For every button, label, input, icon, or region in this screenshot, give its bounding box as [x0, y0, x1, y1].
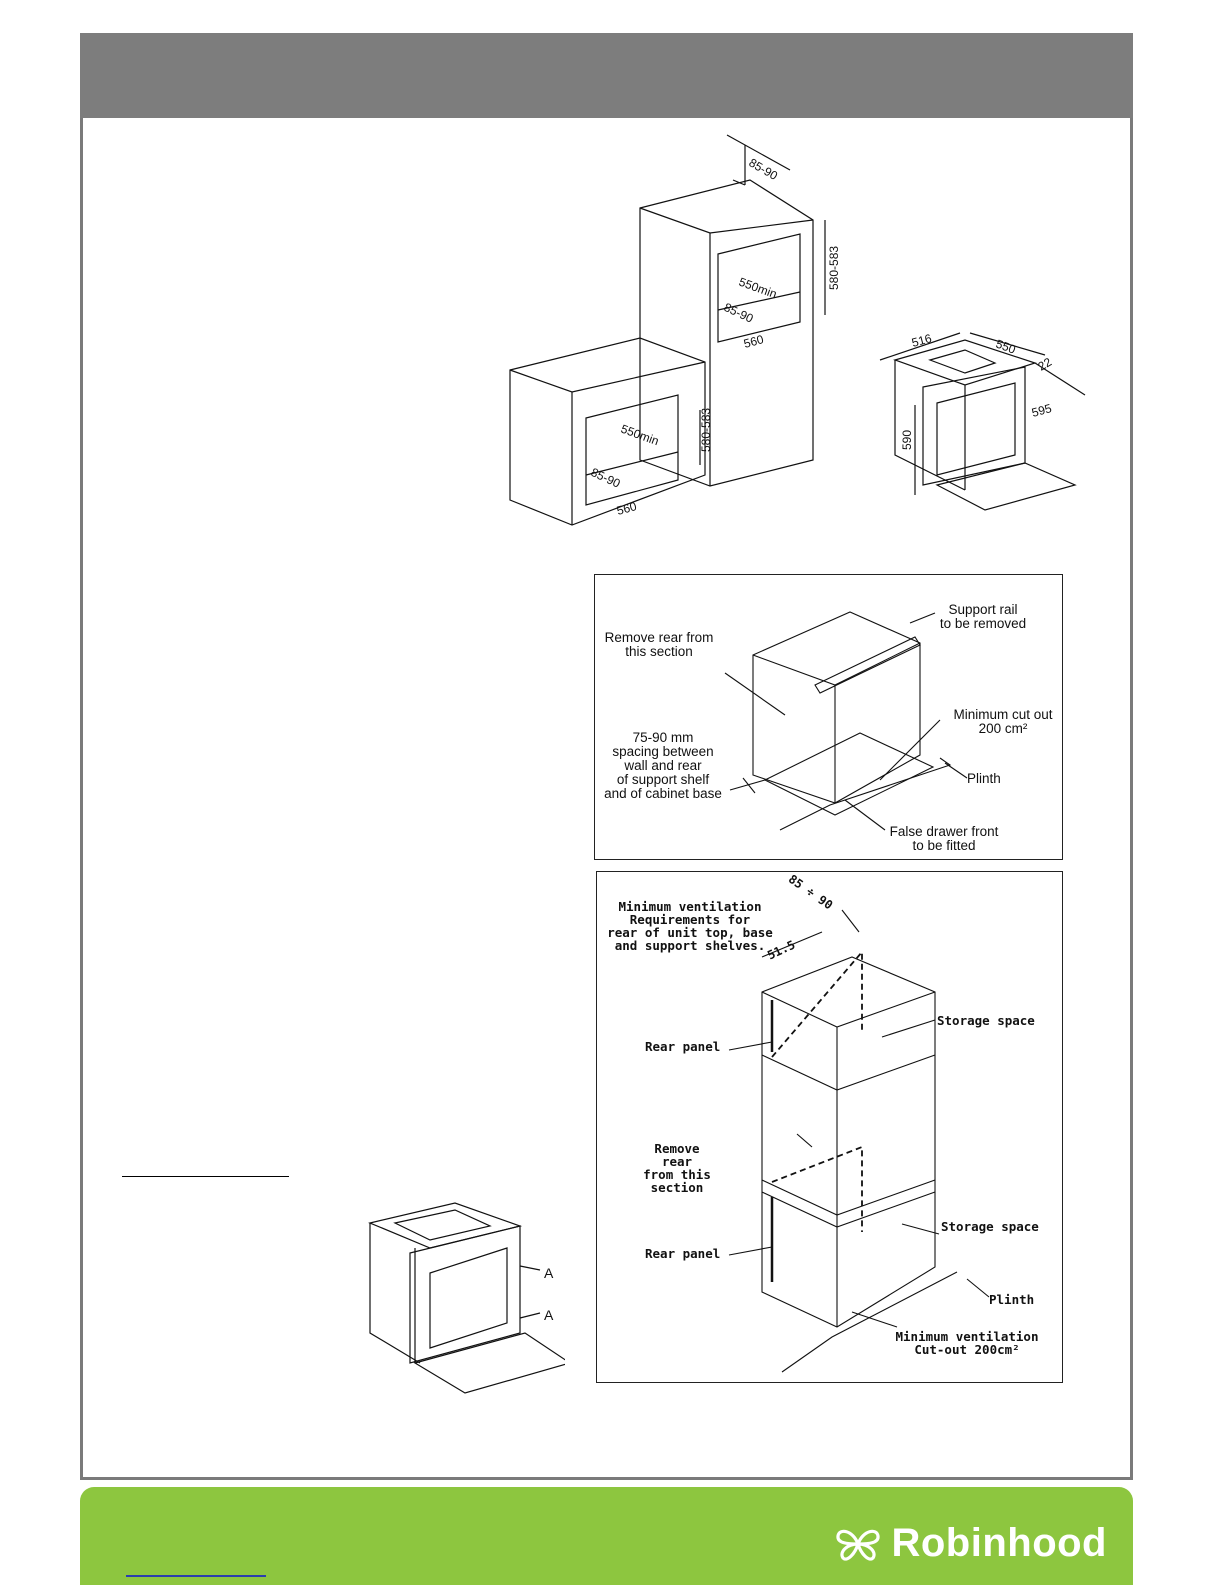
plinth-label: Plinth	[967, 771, 1001, 786]
dim-label: 550	[994, 337, 1018, 357]
header-bar	[80, 33, 1133, 118]
dim-label: 85-90	[722, 300, 756, 326]
storage-space-label-2: Storage space	[941, 1219, 1039, 1234]
butterfly-logo-icon	[836, 1529, 881, 1561]
brand-name: Robinhood	[891, 1521, 1107, 1565]
plinth-label: Plinth	[989, 1292, 1035, 1307]
ventilation-title: Minimum ventilation Requirements for rea…	[607, 899, 773, 953]
dim-label: 560	[615, 499, 638, 518]
remove-rear-label: Remove rear from this section	[643, 1141, 711, 1195]
rear-panel-label-2: Rear panel	[645, 1246, 721, 1261]
false-drawer-label: False drawer front to be fitted	[889, 824, 999, 853]
cutout-diagram-panel: Remove rear from this section Support ra…	[594, 574, 1063, 860]
dim-label: 560	[742, 332, 765, 351]
spacing-label: 75-90 mm spacing between wall and rear o…	[604, 730, 722, 801]
dim-label: 580-583	[699, 408, 713, 452]
dim-label: 516	[910, 331, 933, 350]
dim-label: 22	[1036, 355, 1055, 374]
fixing-point-a-1: A	[544, 1265, 554, 1281]
rear-panel-label-1: Rear panel	[645, 1039, 721, 1054]
oven-dimension-diagram: 516 550 22 595 590	[879, 331, 1086, 511]
min-cutout-label: Minimum cut out 200 cm²	[953, 707, 1053, 736]
ventilation-diagram-panel: Minimum ventilation Requirements for rea…	[596, 871, 1063, 1383]
dim-label: 580-583	[827, 246, 841, 290]
ventilation-cabinet-drawing	[728, 909, 990, 1373]
section-heading-rule	[122, 1176, 289, 1177]
dim-label: 85-90	[747, 155, 781, 183]
min-ventilation-label: Minimum ventilation Cut-out 200cm²	[895, 1329, 1039, 1357]
footer-bar: Robinhood	[80, 1487, 1133, 1585]
fixing-point-a-2: A	[544, 1307, 554, 1323]
dim-label: 590	[900, 430, 914, 450]
support-rail-label: Support rail to be removed	[939, 602, 1027, 631]
cabinet-dimension-diagram: 85-90 580-583 550min 85-90 560 580-583 5…	[509, 134, 841, 526]
oven-fixing-diagram: A A	[368, 1202, 565, 1394]
dim-label: 550min	[737, 275, 779, 302]
storage-space-label-1: Storage space	[937, 1013, 1035, 1028]
footer-link[interactable]	[126, 1574, 266, 1577]
cutout-cabinet-drawing	[724, 611, 968, 831]
dim-label: 85-90	[589, 465, 623, 491]
brand-logo: Robinhood	[835, 1521, 1107, 1566]
remove-rear-label: Remove rear from this section	[604, 630, 714, 659]
dim-label: 595	[1030, 401, 1053, 420]
